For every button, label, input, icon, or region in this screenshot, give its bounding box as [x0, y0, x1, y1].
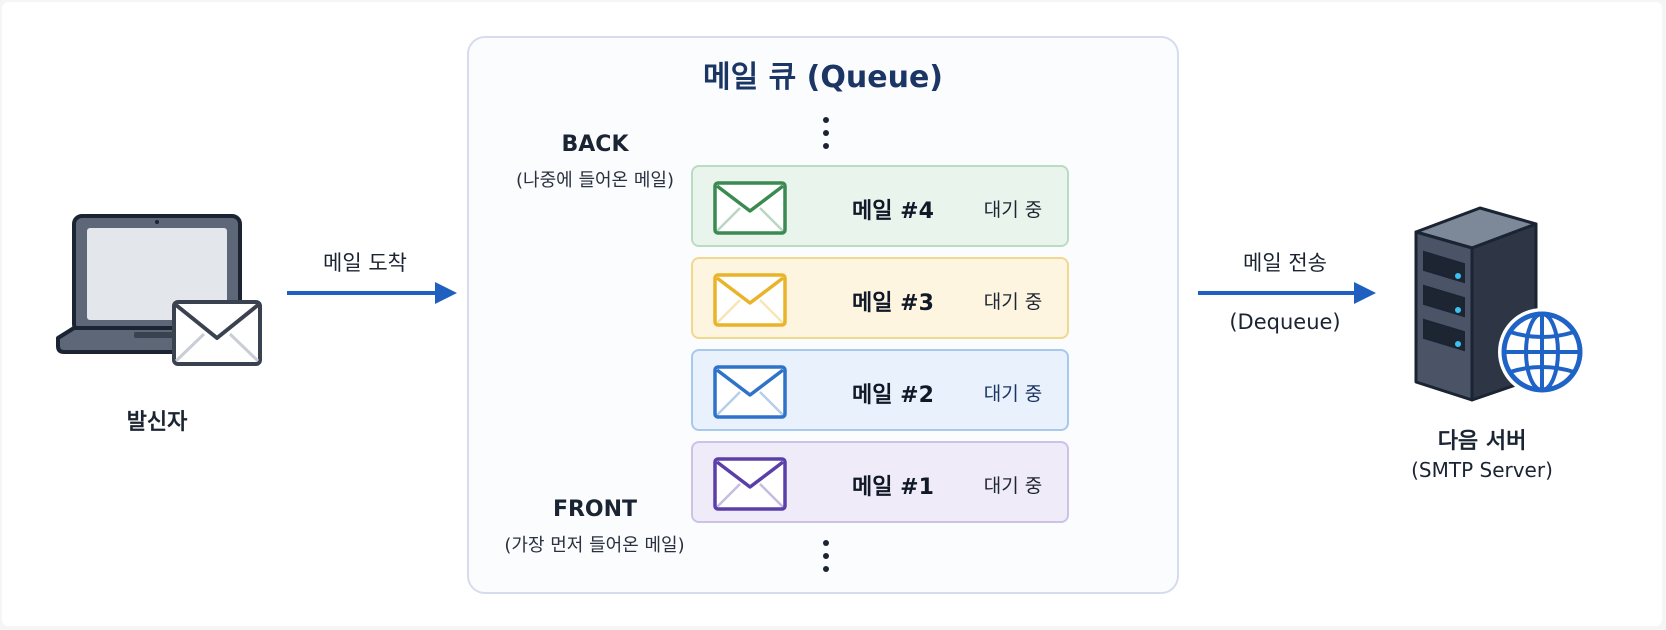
envelope-icon: [713, 365, 787, 419]
ellipsis-top-icon: [821, 117, 831, 156]
globe-icon: [1498, 308, 1586, 396]
sender-label: 발신자: [126, 410, 188, 435]
send-arrow: [1198, 282, 1376, 304]
envelope-icon: [713, 273, 787, 327]
queue-item: 메일 #2 대기 중: [691, 349, 1069, 431]
server-label: 다음 서버: [1437, 429, 1527, 454]
front-label: FRONT: [552, 497, 638, 522]
queue-item: 메일 #3 대기 중: [691, 257, 1069, 339]
queue-item-label: 메일 #4: [852, 199, 934, 224]
send-arrow-label: 메일 전송: [1243, 251, 1327, 275]
queue-item-status: 대기 중: [983, 383, 1043, 405]
back-sublabel: (나중에 들어온 메일): [516, 170, 674, 191]
queue-item-label: 메일 #2: [852, 383, 934, 408]
arrival-arrow: [287, 282, 457, 304]
envelope-icon: [713, 457, 787, 511]
queue-item-label: 메일 #3: [852, 291, 934, 316]
ellipsis-bottom-icon: [821, 540, 831, 579]
queue-item-status: 대기 중: [983, 199, 1043, 221]
laptop-icon: [56, 214, 262, 366]
arrival-arrow-label: 메일 도착: [323, 251, 407, 275]
send-arrow-sublabel: (Dequeue): [1229, 310, 1341, 334]
front-sublabel: (가장 먼저 들어온 메일): [504, 535, 685, 556]
server-icon: [1414, 206, 1586, 402]
queue-item-status: 대기 중: [983, 291, 1043, 313]
queue-item: 메일 #1 대기 중: [691, 441, 1069, 523]
queue-title: 메일 큐 (Queue): [702, 60, 944, 95]
envelope-icon: [713, 181, 787, 235]
queue-item-label: 메일 #1: [852, 475, 934, 500]
server-sublabel: (SMTP Server): [1411, 458, 1553, 482]
back-label: BACK: [561, 132, 629, 157]
envelope-icon: [172, 300, 262, 366]
queue-item-status: 대기 중: [983, 475, 1043, 497]
queue-item: 메일 #4 대기 중: [691, 165, 1069, 247]
